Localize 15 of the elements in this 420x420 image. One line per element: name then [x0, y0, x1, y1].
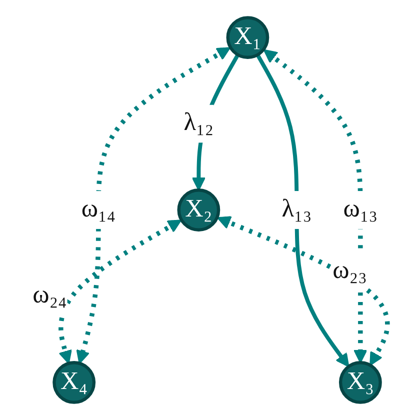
node-circle: X₂: [177, 188, 220, 232]
arrow: [217, 216, 390, 366]
arrow: [76, 47, 231, 364]
arrow: [263, 49, 368, 364]
arrow: [256, 54, 350, 368]
edge-label: λ₁₂: [184, 110, 214, 136]
node-circle: X₄: [52, 361, 96, 404]
arrow: [58, 220, 182, 364]
edge-label: ω₁₃: [343, 196, 378, 223]
node-circle: X₃: [338, 361, 382, 404]
edge-label: ω₂₃: [332, 258, 367, 285]
edge-label: ω₁₄: [81, 196, 116, 223]
edge-label: λ₁₃: [282, 196, 312, 223]
node-circle: X₁: [226, 16, 270, 59]
edge-label: ω₂₄: [32, 282, 67, 309]
